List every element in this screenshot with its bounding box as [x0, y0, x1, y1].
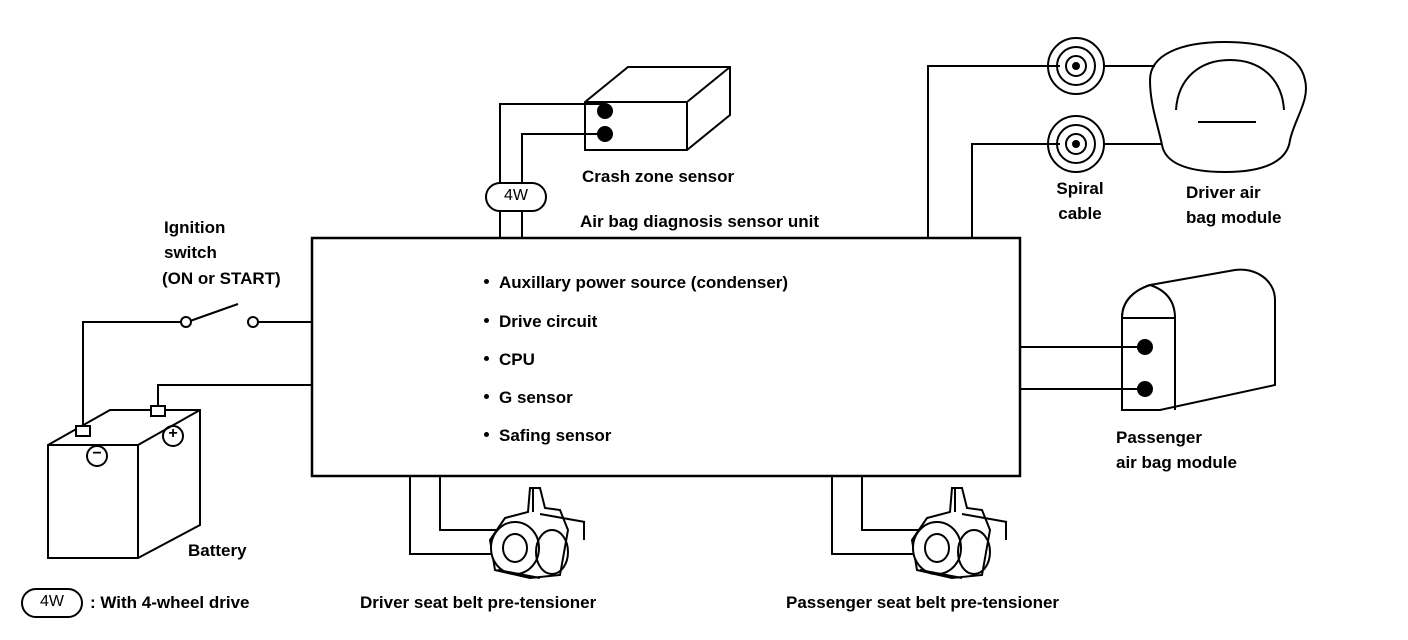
ignition-switch-label-line1: Ignition: [164, 218, 226, 237]
passenger-airbag-module-icon: [1121, 268, 1276, 411]
spiral-cable-wiring: [927, 65, 1162, 238]
passenger-pretensioner-wiring: [831, 476, 930, 555]
ignition-switch-label-line2: switch: [164, 243, 217, 262]
driver-airbag-module-icon: [1148, 40, 1307, 174]
battery-negative-sign: −: [92, 445, 102, 462]
driver-pretensioner-label: Driver seat belt pre-tensioner: [360, 593, 597, 612]
driver-pretensioner-icon: [488, 487, 586, 580]
spiral-cable-lower-icon: [1047, 115, 1105, 173]
battery-icon: [47, 405, 201, 559]
ecu-item-safing-sensor: Safing sensor: [484, 426, 611, 446]
ignition-contact-right: [247, 316, 259, 328]
crash-zone-sensor-icon: [584, 66, 731, 151]
passenger-airbag-wiring: [1020, 346, 1138, 390]
spiral-cable-label-line1: Spiral: [1056, 179, 1104, 198]
passenger-pretensioner-icon: [910, 487, 1008, 580]
legend-4w-badge: [21, 588, 83, 618]
diagnosis-unit-label: Air bag diagnosis sensor unit: [580, 212, 819, 231]
ignition-switch-label-line3: (ON or START): [162, 269, 281, 288]
ecu-item-aux-power: Auxillary power source (condenser): [484, 273, 788, 293]
driver-pretensioner-wiring: [409, 476, 508, 555]
legend-4w-description: : With 4-wheel drive: [90, 593, 250, 612]
ecu-item-drive-circuit: Drive circuit: [484, 312, 597, 332]
ignition-contact-left: [180, 316, 192, 328]
crash-zone-sensor-label: Crash zone sensor: [582, 167, 735, 186]
legend-4w-badge-text: 4W: [40, 593, 64, 610]
passenger-pretensioner-label: Passenger seat belt pre-tensioner: [786, 593, 1060, 612]
ignition-wiring: [82, 303, 312, 426]
battery-positive-sign: +: [168, 425, 178, 442]
spiral-cable-upper-icon: [1047, 37, 1105, 95]
battery-label: Battery: [188, 541, 247, 560]
passenger-airbag-label-line2: air bag module: [1116, 453, 1237, 472]
spiral-cable-label-line2: cable: [1058, 204, 1102, 223]
driver-airbag-label-line1: Driver air: [1186, 183, 1261, 202]
ecu-item-cpu: CPU: [484, 350, 535, 370]
ecu-item-g-sensor: G sensor: [484, 388, 573, 408]
passenger-airbag-label-line1: Passenger: [1116, 428, 1202, 447]
4w-badge: [485, 182, 547, 212]
driver-airbag-label-line2: bag module: [1186, 208, 1282, 227]
4w-badge-text: 4W: [504, 187, 528, 204]
diagnosis-unit-box: [310, 236, 1022, 478]
